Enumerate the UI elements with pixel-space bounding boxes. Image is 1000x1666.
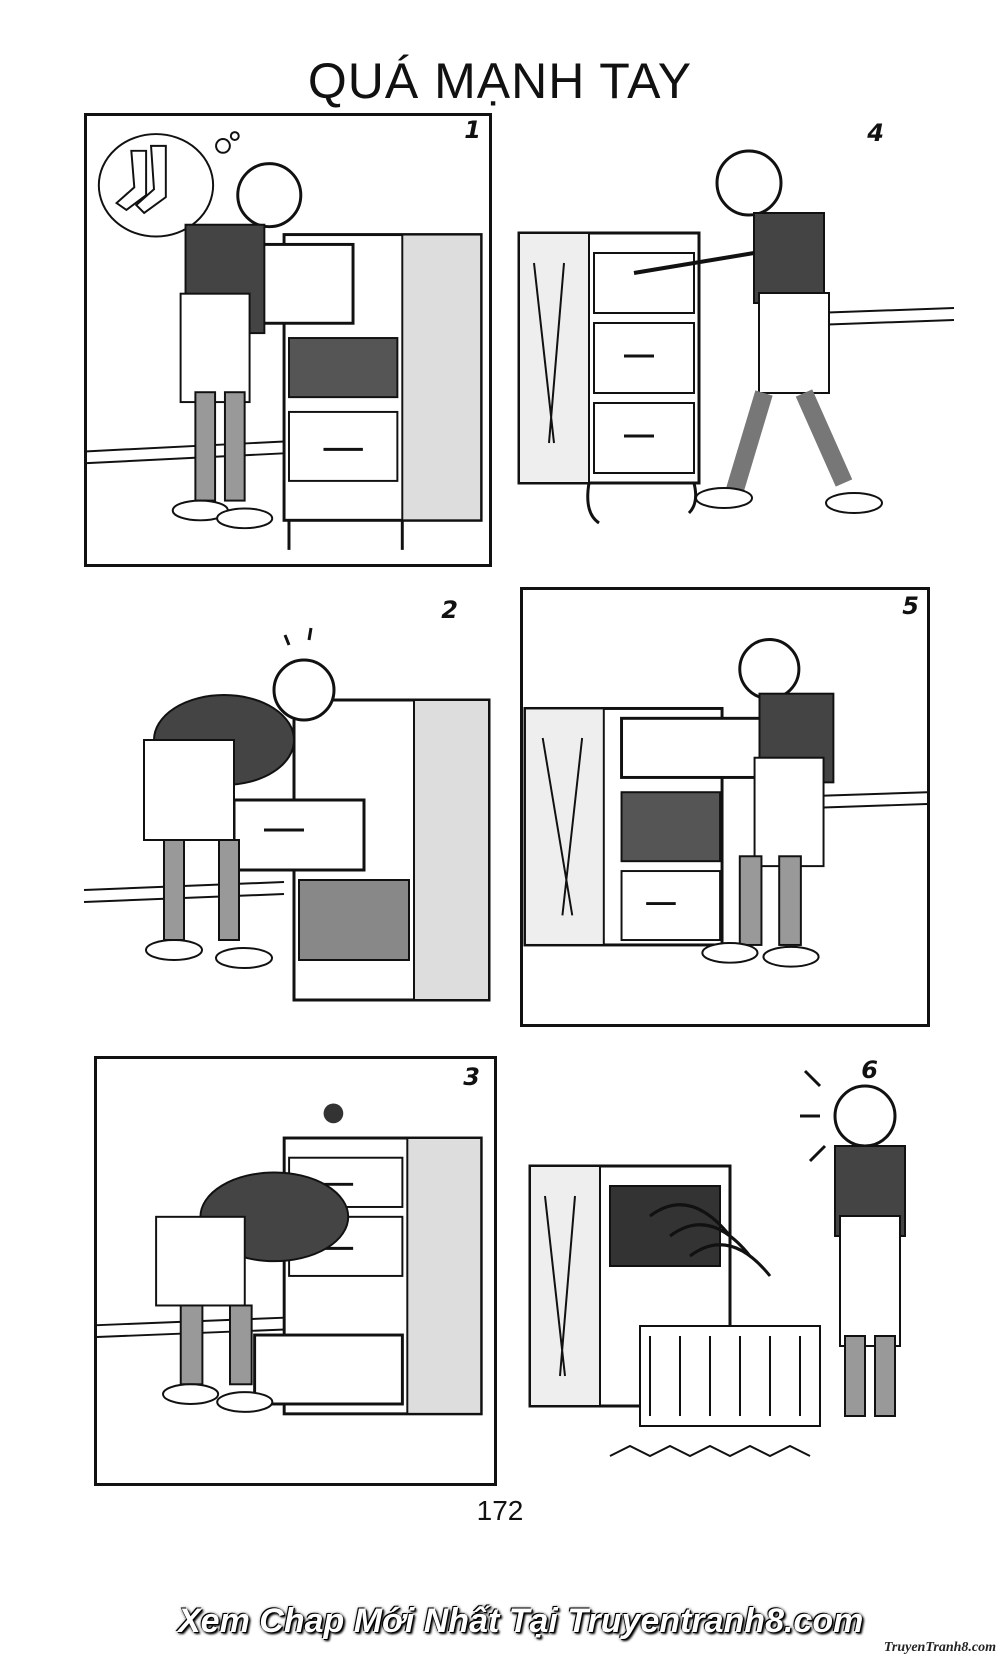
panel-6-art [528,1069,906,1458]
footer-banner-link[interactable]: Xem Chap Mới Nhất Tại Truyentranh8.com [178,1602,864,1640]
panel-1-art [87,131,483,550]
panel-number: 1 [464,116,481,144]
panel-number: 2 [441,596,458,624]
watermark: TruyenTranh8.com [883,1640,996,1655]
page-number: 172 [476,1495,524,1526]
comic-panel-3: 3 [94,1056,497,1486]
comic-panel-1: 1 [84,113,492,567]
comic-panel-2: 2 [84,590,494,1020]
panel-4-art [517,149,954,525]
comic-panel-5: 5 [520,587,930,1027]
panel-number: 4 [867,119,884,147]
panel-number: 5 [902,592,919,620]
comic-panel-4: 4 [514,113,954,567]
comic-panel-6: 6 [520,1056,940,1496]
panel-number: 3 [463,1063,480,1091]
panel-number: 6 [861,1056,878,1084]
panel-3-art [97,1103,483,1416]
panel-2-art [84,627,491,1002]
panel-5-art [523,638,927,968]
page-title: QUÁ MẠNH TAY [307,53,693,109]
